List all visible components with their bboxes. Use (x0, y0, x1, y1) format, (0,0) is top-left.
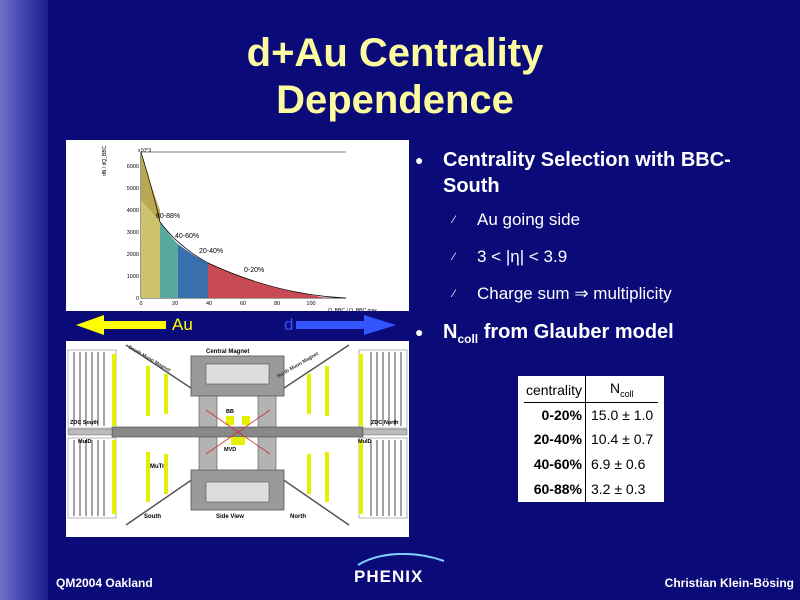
table-divider-horizontal (524, 402, 658, 403)
label-side-view: Side View (216, 514, 244, 520)
mvd (231, 437, 245, 445)
header-sub: coll (620, 388, 634, 399)
sub-bullet-marker-icon: ⁄ (453, 214, 455, 226)
y-tick-label: 0 (136, 296, 139, 302)
sub-bullet-text: Charge sum ⇒ multiplicity (477, 284, 672, 303)
table-header-ncoll: Ncoll (610, 380, 682, 399)
ncoll-n: N (443, 321, 458, 343)
table-header-centrality: centrality (525, 382, 582, 398)
bbc-north (242, 416, 250, 425)
table-row-3-ncoll: 3.2 ± 0.3 (591, 481, 646, 497)
header-n: N (610, 380, 621, 396)
table-row-3-centrality: 60-88% (533, 481, 582, 497)
phenix-swoosh-icon (357, 553, 445, 566)
eta-suffix: < 3.9 (528, 247, 568, 266)
label-muid-north: MuID (358, 439, 371, 445)
table-row-1-ncoll: 10.4 ± 0.7 (591, 431, 654, 447)
phenix-logo: PHENIX (354, 567, 424, 586)
chart-y-axis-label: dN / dQ_BBC (102, 145, 108, 176)
zdc-north (362, 428, 408, 436)
bin-fill-40-60 (160, 222, 178, 298)
table-row-1-centrality: 20-40% (533, 431, 582, 447)
bullet-text: Ncoll from Glauber model (443, 319, 783, 352)
zdc-south (67, 428, 113, 436)
y-tick-label: 1000 (127, 274, 139, 280)
bullet-text: Centrality Selection with BBC-South (443, 149, 731, 197)
label-mutr: MuTr (150, 464, 165, 470)
au-direction-arrow (76, 315, 166, 335)
label-north: North (290, 514, 306, 520)
bin-fill-0-20 (208, 263, 328, 298)
label-zdc-north: ZDC North (371, 420, 399, 426)
left-gradient-band (0, 0, 48, 600)
label-bb: BB (226, 409, 234, 415)
slide-title: d+Au Centrality Dependence (130, 30, 660, 124)
label-central-magnet: Central Magnet (206, 349, 249, 355)
title-line-2: Dependence (276, 78, 514, 122)
sub-bullet-text: 3 < |η| < 3.9 (477, 247, 567, 267)
table-row-0-ncoll: 15.0 ± 1.0 (591, 407, 654, 423)
footer-conference: QM2004 Oakland (56, 576, 153, 590)
chart-y-scale-label: x10^3 (138, 148, 151, 154)
table-row-0-centrality: 0-20% (541, 407, 582, 423)
y-tick-label: 4000 (127, 208, 139, 214)
title-line-1: d+Au Centrality (246, 31, 544, 75)
x-tick-label: 60 (240, 301, 246, 307)
bullet-dot-icon: ● (415, 324, 424, 340)
table-row-2-ncoll: 6.9 ± 0.6 (591, 456, 646, 472)
y-tick-label: 6000 (127, 164, 139, 170)
bbc-south (226, 416, 234, 425)
label-mvd: MVD (224, 447, 236, 453)
label-zdc-south: ZDC South (70, 420, 99, 426)
figure-svg: dN / dQ_BBC x10^3 0100020003000400050006… (67, 145, 408, 526)
y-tick-label: 5000 (127, 186, 139, 192)
x-tick-label: 20 (172, 301, 178, 307)
bin-fill-60-88 (141, 200, 160, 298)
bin-label-60-88: 60-88% (156, 213, 180, 220)
sub-bullet-marker-icon: ⁄ (453, 288, 455, 300)
table-divider-vertical (585, 376, 586, 502)
sub-bullet-marker-icon: ⁄ (453, 251, 455, 263)
ncoll-table: centrality Ncoll 0-20% 15.0 ± 1.0 20-40%… (518, 376, 664, 502)
au-label: Au (172, 315, 193, 334)
label-muid-south: MuID (78, 439, 91, 445)
north-muid-stack (358, 349, 408, 519)
distribution-curve (140, 151, 347, 299)
label-south: South (144, 514, 161, 520)
eta-symbol: |η| (505, 247, 525, 266)
eta-prefix: 3 < (477, 247, 502, 266)
x-tick-label: 80 (274, 301, 280, 307)
ncoll-rest: from Glauber model (483, 321, 674, 343)
bin-fill-20-40 (178, 244, 208, 298)
table-row-2-centrality: 40-60% (533, 456, 582, 472)
d-label: d (284, 315, 294, 334)
bullet-dot-icon: ● (415, 152, 424, 168)
footer-author: Christian Klein-Bösing (664, 576, 794, 590)
ncoll-sub: coll (457, 332, 479, 346)
bin-label-40-60: 40-60% (175, 233, 199, 240)
south-muid-stack (67, 349, 117, 519)
x-tick-label: 100 (306, 301, 315, 307)
y-tick-label: 3000 (127, 230, 139, 236)
bbc-charge-chart: dN / dQ_BBC x10^3 0100020003000400050006… (102, 145, 377, 314)
sub-bullet-text: Au going side (477, 210, 581, 229)
bin-label-20-40: 20-40% (199, 248, 223, 255)
beam-direction-band: Au d (66, 311, 409, 341)
x-tick-label: 0 (139, 301, 142, 307)
acceptance-lines (205, 409, 271, 455)
x-tick-label: 40 (206, 301, 212, 307)
detector-side-view: Central Magnet South Muon Magnet North M… (67, 344, 408, 526)
arrows-svg (76, 315, 396, 335)
y-tick-label: 2000 (127, 252, 139, 258)
muon-tracker-planes (146, 366, 329, 502)
d-direction-arrow (296, 315, 396, 335)
bin-label-0-20: 0-20% (244, 267, 264, 274)
